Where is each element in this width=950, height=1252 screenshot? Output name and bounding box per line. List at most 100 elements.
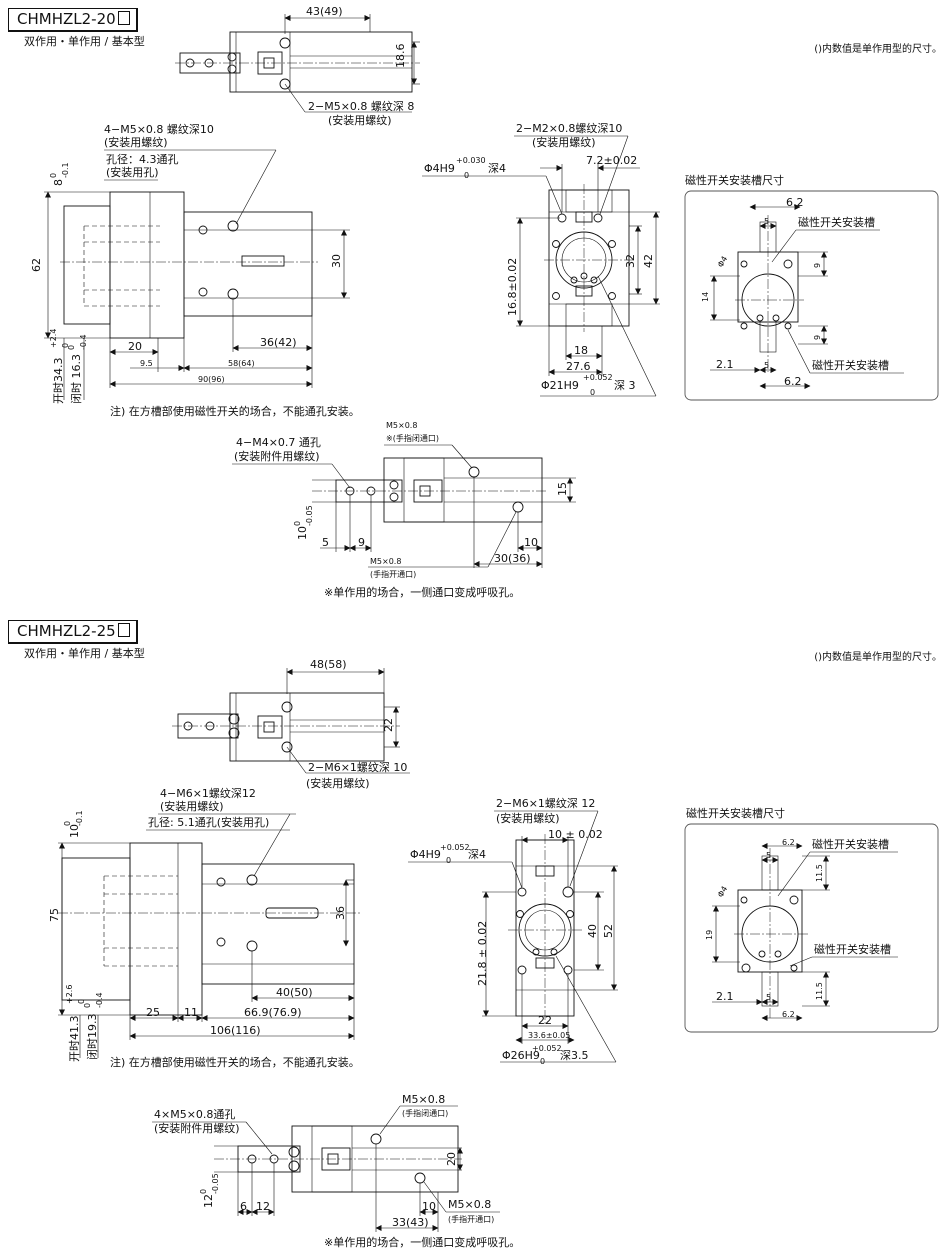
pin-sup: +0.052	[440, 843, 470, 852]
thread-label: 4−M6×1螺纹深12	[160, 786, 256, 800]
tol-top: 8	[52, 179, 65, 186]
slot-label-bottom: 磁性开关安装槽	[814, 942, 891, 956]
end-thread: 2−M6×1螺纹深 12	[496, 796, 595, 810]
bottom-d4: 33(43)	[392, 1216, 429, 1229]
top-view-20: 43(49) 18.6 2−M5×0.8 螺纹深 8 (安装用螺纹)	[175, 5, 420, 127]
pin-depth: 深4	[488, 162, 506, 175]
end-thread: 2−M2×0.8螺纹深10	[516, 121, 622, 135]
bottom-d3: 10	[422, 1200, 436, 1213]
center-dim: 16.8±0.02	[506, 258, 519, 316]
sensor-h1: 11.5	[815, 864, 824, 882]
w1: 18	[574, 344, 588, 357]
port2-label: (手指开通口)	[448, 1214, 494, 1224]
side-footnote: 注) 在方槽部使用磁性开关的场合，不能通孔安装。	[110, 1055, 360, 1069]
sensor-slot-bottom: 5	[766, 993, 771, 1002]
sensor-offset: 2.1	[716, 990, 734, 1003]
thread-label: 4−M5×0.8 螺纹深10	[104, 122, 214, 136]
sensor-slot-bottom: 5	[764, 361, 769, 370]
thread-use: (安装用螺纹)	[160, 799, 224, 813]
dim-d3: 9.5	[140, 359, 153, 368]
bottom-view-25: 4×M5×0.8通孔 (安装附件用螺纹) M5×0.8 (手指闭通口) M5×0…	[152, 1093, 520, 1249]
w2: 33.6±0.05	[528, 1031, 570, 1040]
sensor-h2: 19	[705, 930, 714, 940]
thread-use: (安装用螺纹)	[104, 135, 168, 149]
unit-note: ()内数值是单作用型的尺寸。	[814, 652, 942, 663]
sensor-slot: 5	[766, 851, 771, 860]
pin-depth: 深4	[468, 848, 486, 861]
holes-use: (安装用螺纹)	[328, 113, 392, 127]
port2-label: (手指开通口)	[370, 569, 416, 579]
bore-sub: 0	[590, 388, 595, 397]
port1: M5×0.8	[386, 421, 417, 430]
dim-height: 18.6	[394, 44, 407, 69]
sensor-h1: 9	[813, 263, 822, 268]
section-footnote: ※单作用的场合，一侧通口变成呼吸孔。	[324, 585, 520, 599]
tol-top-sub: -0.1	[75, 810, 84, 826]
section-subtitle: 双作用・单作用 / 基本型	[24, 647, 145, 660]
dim-inner: 36	[334, 906, 347, 920]
section-footnote: ※单作用的场合，一侧通口变成呼吸孔。	[324, 1235, 520, 1249]
sensor-slot-20: 磁性开关安装槽尺寸 6.2 5 磁性开关安装槽 Φ4 9 14 9 磁性开关安装…	[684, 173, 939, 401]
hole-label: 孔径: 5.1通孔(安装用孔)	[148, 815, 269, 829]
w1: 22	[538, 1014, 552, 1027]
bottom-tol: 10	[296, 526, 309, 540]
sensor-d: Φ4	[716, 255, 729, 269]
h1: 40	[586, 924, 599, 938]
close-label: 闭时 16.3	[70, 354, 83, 404]
sensor-slot-25: 磁性开关安装槽尺寸 6.2 5 磁性开关安装槽 Φ4 11.5 19 磁性开关安…	[684, 806, 939, 1033]
model-suffix-box	[117, 623, 130, 637]
bore-sub: 0	[540, 1057, 545, 1066]
bottom-d1: 6	[240, 1200, 247, 1213]
close-label: 闭时19.3	[86, 1014, 99, 1061]
bottom-tol: 12	[202, 1194, 215, 1208]
tol-top-sub: -0.1	[61, 162, 70, 178]
bottom-tol-sub: -0.05	[211, 1173, 220, 1194]
sensor-w: 6.2	[786, 196, 804, 209]
dim-d4: 58(64)	[228, 359, 255, 368]
end-thread-use: (安装用螺纹)	[496, 811, 560, 825]
tol-top-sup: 0	[63, 821, 72, 826]
pin-sub: 0	[464, 171, 469, 180]
bore: Φ21H9	[541, 379, 579, 392]
sensor-title: 磁性开关安装槽尺寸	[685, 173, 784, 187]
bottom-d3: 10	[524, 536, 538, 549]
bottom-height: 20	[445, 1152, 458, 1166]
close-sup: 0	[67, 345, 76, 350]
sensor-h3: 9	[813, 335, 822, 340]
end-thread-use: (安装用螺纹)	[532, 135, 596, 149]
tol-top: 10	[68, 824, 81, 838]
center-dim: 21.8 ± 0.02	[476, 921, 489, 986]
model-title: CHMHZL2-25	[8, 620, 138, 644]
holes-use: (安装用螺纹)	[306, 776, 370, 790]
dim-height: 62	[30, 258, 43, 272]
slot-label-bottom: 磁性开关安装槽	[812, 358, 889, 372]
section-subtitle: 双作用・单作用 / 基本型	[24, 35, 145, 48]
pitch: 7.2±0.02	[586, 154, 637, 167]
slot-label-top: 磁性开关安装槽	[812, 837, 889, 851]
port1: M5×0.8	[402, 1093, 445, 1106]
bottom-tol-sup: 0	[199, 1189, 208, 1194]
slot-label-top: 磁性开关安装槽	[798, 215, 875, 229]
bottom-thread: 4×M5×0.8通孔	[154, 1108, 235, 1121]
open-sup: +2.6	[65, 985, 74, 1004]
dim-d4: 66.9(76.9)	[244, 1006, 302, 1019]
sensor-h3: 11.5	[815, 982, 824, 1000]
bore-depth: 深 3	[614, 379, 636, 392]
end-view-20: 2−M2×0.8螺纹深10 (安装用螺纹) Φ4H9 +0.030 0 深4 7…	[422, 121, 660, 397]
sensor-d: Φ4	[716, 885, 729, 899]
dim-d5: 90(96)	[198, 375, 225, 384]
dim-d5: 106(116)	[210, 1024, 261, 1037]
pin-hole: Φ4H9	[410, 848, 441, 861]
h2: 42	[642, 254, 655, 268]
h1: 32	[624, 254, 637, 268]
w2: 27.6	[566, 360, 591, 373]
dim-length: 43(49)	[306, 5, 343, 18]
open-sub: 0	[61, 343, 70, 348]
dim-d1: 40(50)	[276, 986, 313, 999]
holes-label: 2−M5×0.8 螺纹深 8	[308, 99, 414, 113]
side-view-20: 4−M5×0.8 螺纹深10 (安装用螺纹) 孔径：4.3通孔 (安装用孔) 8…	[30, 122, 360, 418]
port1-label: ※(手指闭通口)	[386, 433, 439, 443]
port2: M5×0.8	[370, 557, 401, 566]
sensor-w: 6.2	[782, 838, 795, 847]
